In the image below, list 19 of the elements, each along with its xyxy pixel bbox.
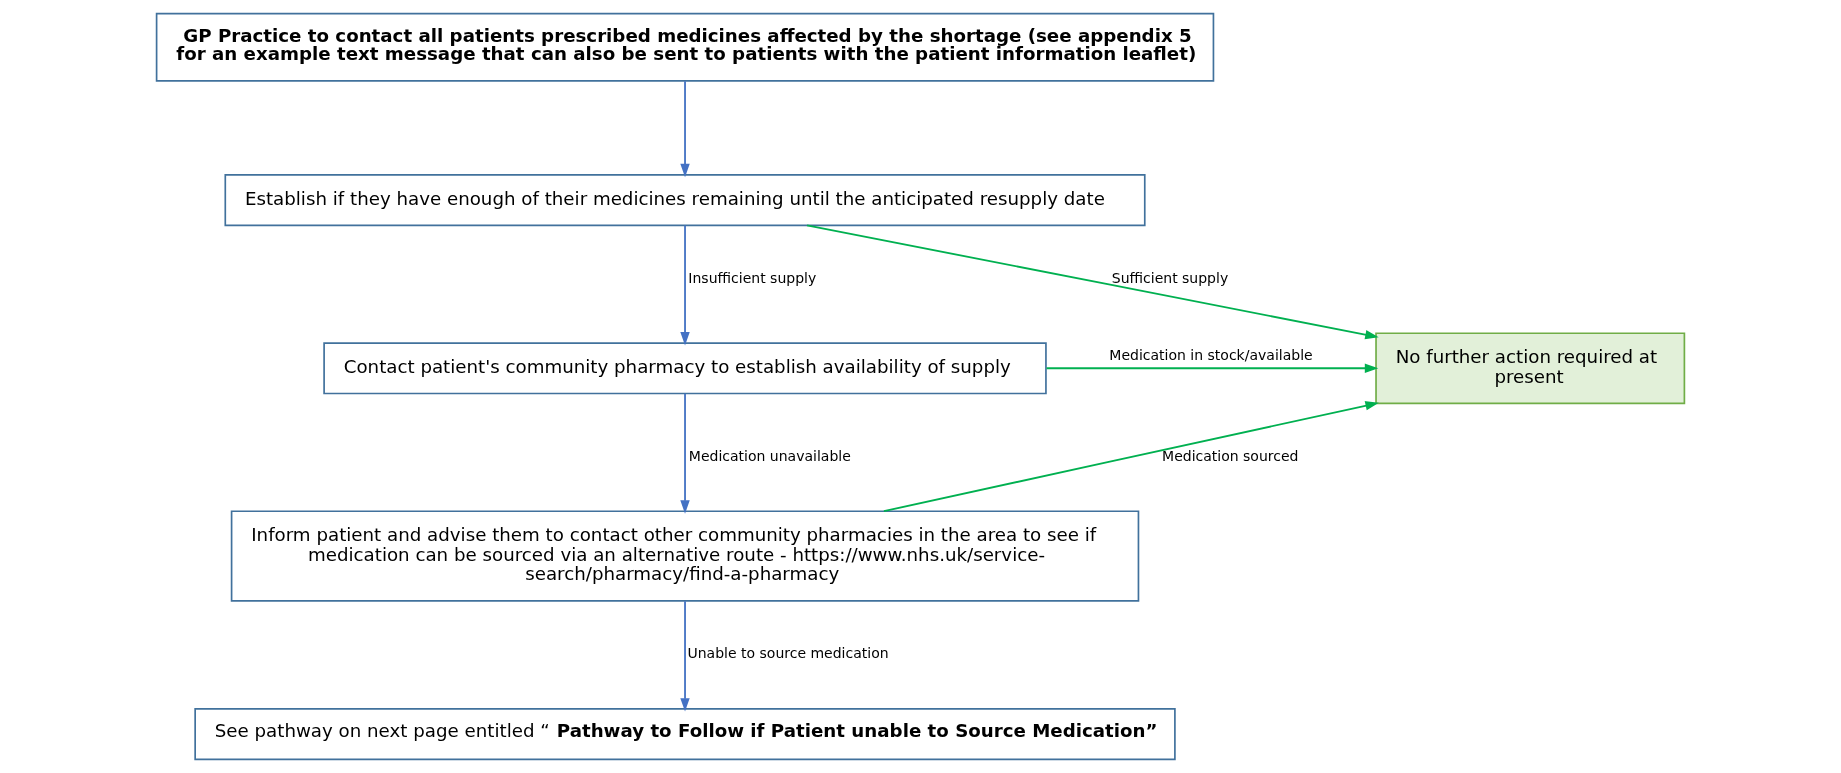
- edge-label: Sufficient supply: [1111, 269, 1229, 286]
- node-box: See pathway on next page entitled “Pathway to Follow if Patient unable to Source Medication”: [194, 708, 1176, 761]
- arrow: [883, 401, 1379, 513]
- node-box: Contact patient's community pharmacy to establish availability of supply: [323, 342, 1047, 395]
- arrow: [680, 80, 690, 178]
- arrow: [1045, 363, 1379, 373]
- arrow: [680, 224, 690, 346]
- node-box: Inform patient and advise them to contact other community pharmacies in the area to see if medication can be sourced via an alternative route - https://www.nhs.uk/service-search/pharmacy/find-a-pharmacy: [230, 510, 1140, 602]
- edge-label: Medication in stock/available: [1109, 346, 1313, 363]
- edge-label: Unable to source medication: [687, 645, 889, 662]
- node-box: No further action required at present: [1375, 332, 1686, 405]
- arrow: [806, 224, 1379, 340]
- edge-label: Medication unavailable: [688, 447, 851, 464]
- node-box: GP Practice to contact all patients prescribed medicines affected by the shortage (see appendix 5 for an example text message that can also be sent to patients with the patient information leaflet): [155, 12, 1215, 82]
- arrow: [680, 600, 690, 712]
- node-box: Establish if they have enough of their medicines remaining until the anticipated resupply date: [224, 174, 1146, 227]
- edge-label: Medication sourced: [1162, 447, 1299, 464]
- arrow: [680, 392, 690, 514]
- edge-label: Insufficient supply: [688, 269, 817, 286]
